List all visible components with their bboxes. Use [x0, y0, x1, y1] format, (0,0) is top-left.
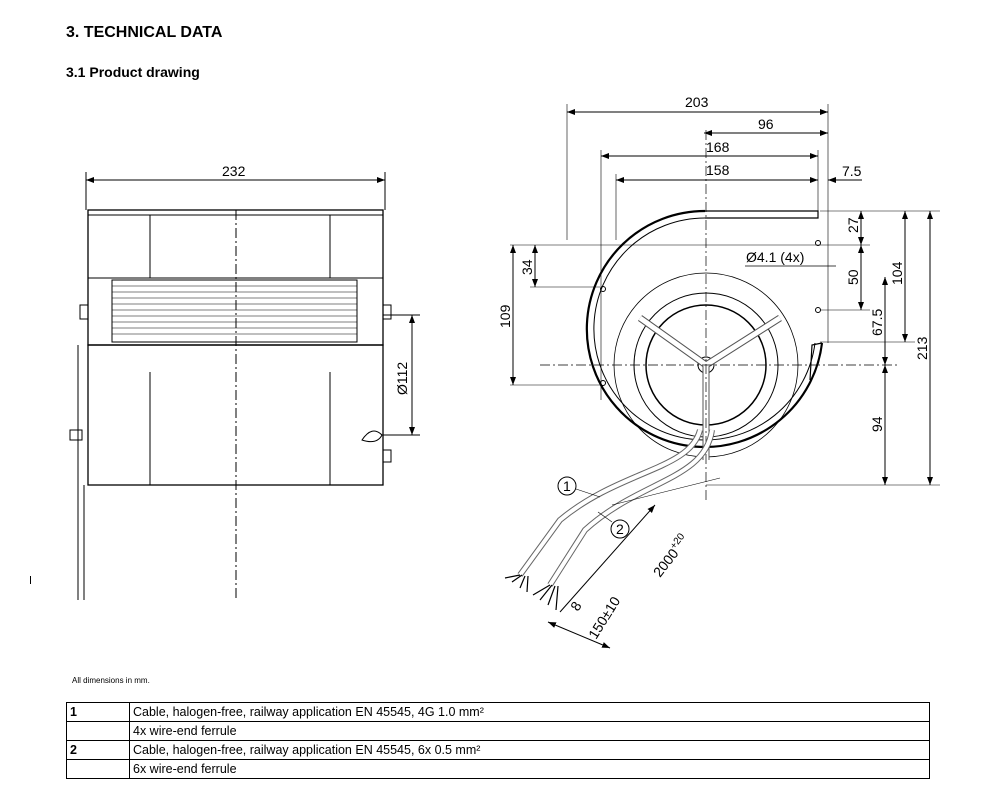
item-number [66, 759, 130, 779]
dim-94: 94 [869, 416, 885, 432]
dim-96: 96 [758, 116, 774, 132]
dim-diameter-112: Ø112 [394, 362, 410, 395]
dim-168: 168 [706, 139, 730, 155]
item-number: 1 [66, 702, 130, 722]
dim-104: 104 [889, 261, 905, 285]
svg-text:2000+20: 2000+20 [649, 531, 692, 580]
item-description: Cable, halogen-free, railway application… [129, 740, 930, 760]
dim-27: 27 [845, 217, 861, 233]
dim-7-5: 7.5 [842, 163, 862, 179]
dim-158: 158 [706, 162, 730, 178]
item-number [66, 721, 130, 741]
dimensions-note: All dimensions in mm. [72, 676, 150, 685]
dim-34: 34 [519, 259, 535, 275]
dim-203: 203 [685, 94, 709, 110]
item-description: 6x wire-end ferrule [129, 759, 930, 779]
table-row: 6x wire-end ferrule [66, 759, 930, 779]
dim-50: 50 [845, 269, 861, 285]
dim-ferrule: 150±10 [585, 593, 623, 641]
side-view: 232 Ø112 [69, 163, 420, 600]
dim-67-5: 67.5 [869, 309, 885, 336]
callout-1: 1 [563, 478, 571, 494]
dim-232: 232 [222, 163, 246, 179]
callout-2: 2 [616, 521, 624, 537]
item-description: Cable, halogen-free, railway application… [129, 702, 930, 722]
front-view: 203 96 168 158 7.5 27 50 104 213 67.5 94… [497, 94, 940, 649]
dim-213: 213 [914, 336, 930, 360]
margin-mark [30, 576, 31, 584]
item-number: 2 [66, 740, 130, 760]
dim-109: 109 [497, 304, 513, 328]
subsection-title: 3.1 Product drawing [66, 64, 200, 80]
dim-strip: 8 [567, 598, 585, 613]
section-title: 3. TECHNICAL DATA [66, 24, 223, 41]
table-row: 4x wire-end ferrule [66, 721, 930, 741]
hole-dim: Ø4.1 (4x) [746, 249, 804, 265]
item-description: 4x wire-end ferrule [129, 721, 930, 741]
